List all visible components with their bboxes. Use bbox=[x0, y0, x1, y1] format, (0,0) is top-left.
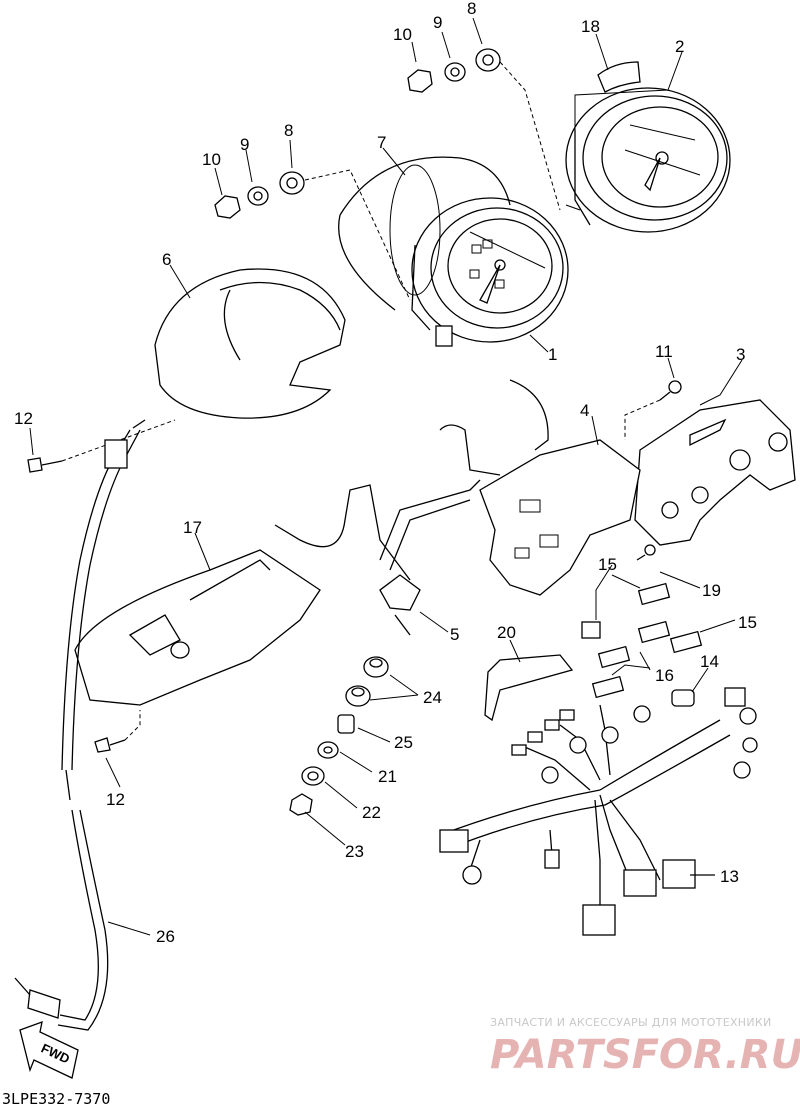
part-number-15b: 15 bbox=[738, 613, 757, 632]
part-number-13: 13 bbox=[720, 867, 739, 886]
part-number-10a: 10 bbox=[393, 25, 412, 44]
part-number-9b: 9 bbox=[240, 135, 249, 154]
part-number-8a: 8 bbox=[467, 0, 476, 18]
part-number-22: 22 bbox=[362, 803, 381, 822]
part-number-6: 6 bbox=[162, 250, 171, 269]
drawing-code: 3LPE332-7370 bbox=[2, 1090, 110, 1108]
fwd-arrow-icon: FWD bbox=[19, 1020, 79, 1079]
meter-holder-17 bbox=[74, 484, 411, 706]
wire-harness-13 bbox=[439, 687, 758, 936]
watermark-tagline: ЗАПЧАСТИ И АКСЕССУАРЫ ДЛЯ МОТОТЕХНИКИ bbox=[490, 1016, 772, 1029]
screw-11 bbox=[624, 380, 682, 440]
part-number-5: 5 bbox=[450, 625, 459, 644]
part-number-20: 20 bbox=[497, 623, 516, 642]
part-number-25: 25 bbox=[394, 733, 413, 752]
part-number-1: 1 bbox=[548, 345, 557, 364]
part-number-2: 2 bbox=[675, 37, 684, 56]
part-number-21: 21 bbox=[378, 767, 397, 786]
part-number-15a: 15 bbox=[598, 555, 617, 574]
grommet-set bbox=[289, 656, 389, 816]
part-number-26: 26 bbox=[156, 927, 175, 946]
stay-5 bbox=[379, 479, 481, 636]
gauge-cover-18 bbox=[597, 61, 641, 93]
leader-lines bbox=[29, 17, 743, 936]
screw-19 bbox=[636, 544, 656, 561]
part-number-17: 17 bbox=[183, 518, 202, 537]
part-number-18: 18 bbox=[581, 17, 600, 36]
meter-bracket-3 bbox=[634, 399, 796, 546]
part-number-labels: 1 2 3 4 5 6 7 8 8 9 9 10 10 11 12 12 13 … bbox=[14, 0, 757, 946]
part-number-11: 11 bbox=[655, 342, 673, 361]
part-number-19: 19 bbox=[702, 581, 721, 600]
part-number-8b: 8 bbox=[284, 121, 293, 140]
screw-12-lower bbox=[94, 710, 141, 753]
part-number-4: 4 bbox=[580, 401, 589, 420]
part-number-3: 3 bbox=[736, 345, 745, 364]
meter-cover-6 bbox=[154, 268, 346, 419]
part-number-9a: 9 bbox=[433, 13, 442, 32]
part-number-16: 16 bbox=[655, 666, 674, 685]
part-number-24: 24 bbox=[423, 688, 442, 707]
part-number-7: 7 bbox=[377, 133, 386, 152]
part-number-23: 23 bbox=[345, 842, 364, 861]
cushion-20 bbox=[484, 654, 574, 722]
tachometer-gauge bbox=[565, 87, 731, 233]
meter-cover-7 bbox=[338, 156, 511, 311]
speedometer-gauge bbox=[411, 197, 569, 347]
watermark-logo: ЗАПЧАСТИ И АКСЕССУАРЫ ДЛЯ МОТОТЕХНИКИ PA… bbox=[490, 1016, 800, 1078]
part-number-10b: 10 bbox=[202, 150, 221, 169]
watermark-brand: PARTSFOR.RU bbox=[490, 1032, 800, 1078]
washer-set-upper bbox=[407, 48, 561, 211]
part-number-12b: 12 bbox=[106, 790, 125, 809]
screw-12-upper bbox=[27, 419, 176, 473]
speedometer-cable-26 bbox=[14, 419, 146, 1031]
washer-set-lower bbox=[214, 169, 411, 301]
part-number-12a: 12 bbox=[14, 409, 33, 428]
bulb-sockets bbox=[581, 582, 703, 707]
indicator-bracket-4 bbox=[439, 379, 641, 596]
part-number-14: 14 bbox=[700, 652, 719, 671]
